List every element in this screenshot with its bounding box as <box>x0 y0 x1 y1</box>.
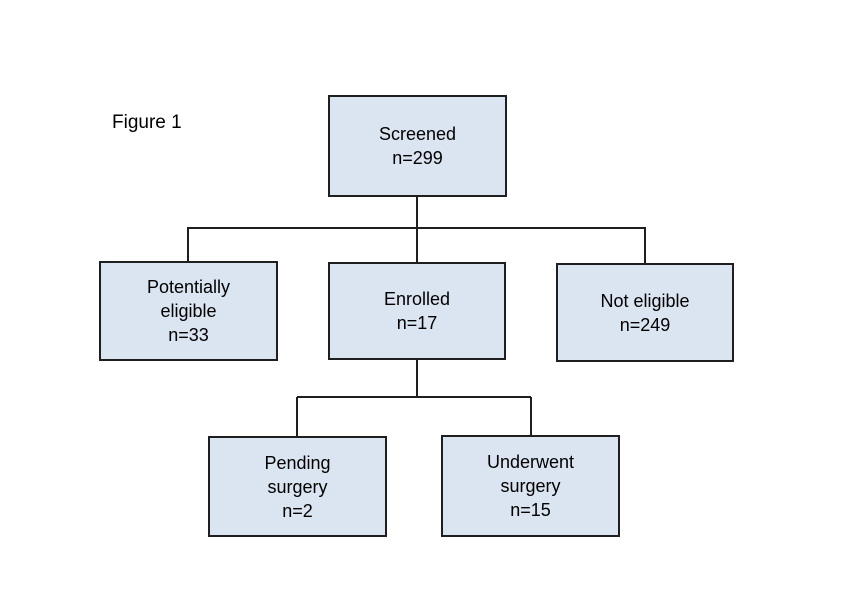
node-underwent-surgery: Underwent surgery n=15 <box>441 435 620 537</box>
node-count: n=2 <box>282 500 313 521</box>
node-screened: Screened n=299 <box>328 95 507 197</box>
node-label: Underwent <box>486 452 575 472</box>
node-count: n=299 <box>392 148 443 168</box>
node-not-eligible: Not eligible n=249 <box>556 263 734 362</box>
node-label: Screened <box>378 124 457 144</box>
node-label: Pending <box>264 452 331 473</box>
node-label: Enrolled <box>383 289 451 309</box>
node-label: Potentially <box>146 277 231 297</box>
figure-label: Figure 1 <box>112 112 182 133</box>
node-pending-surgery: Pending surgery n=2 <box>208 436 387 537</box>
node-label: surgery <box>500 476 561 496</box>
node-label: Not eligible <box>600 290 690 311</box>
node-count: n=33 <box>168 325 209 345</box>
node-label: eligible <box>160 301 217 321</box>
node-count: n=17 <box>396 313 438 333</box>
node-enrolled: Enrolled n=17 <box>328 262 506 360</box>
node-label: surgery <box>267 476 328 497</box>
node-potentially-eligible: Potentially eligible n=33 <box>99 261 278 361</box>
node-count: n=249 <box>619 314 671 335</box>
node-count: n=15 <box>510 500 551 520</box>
